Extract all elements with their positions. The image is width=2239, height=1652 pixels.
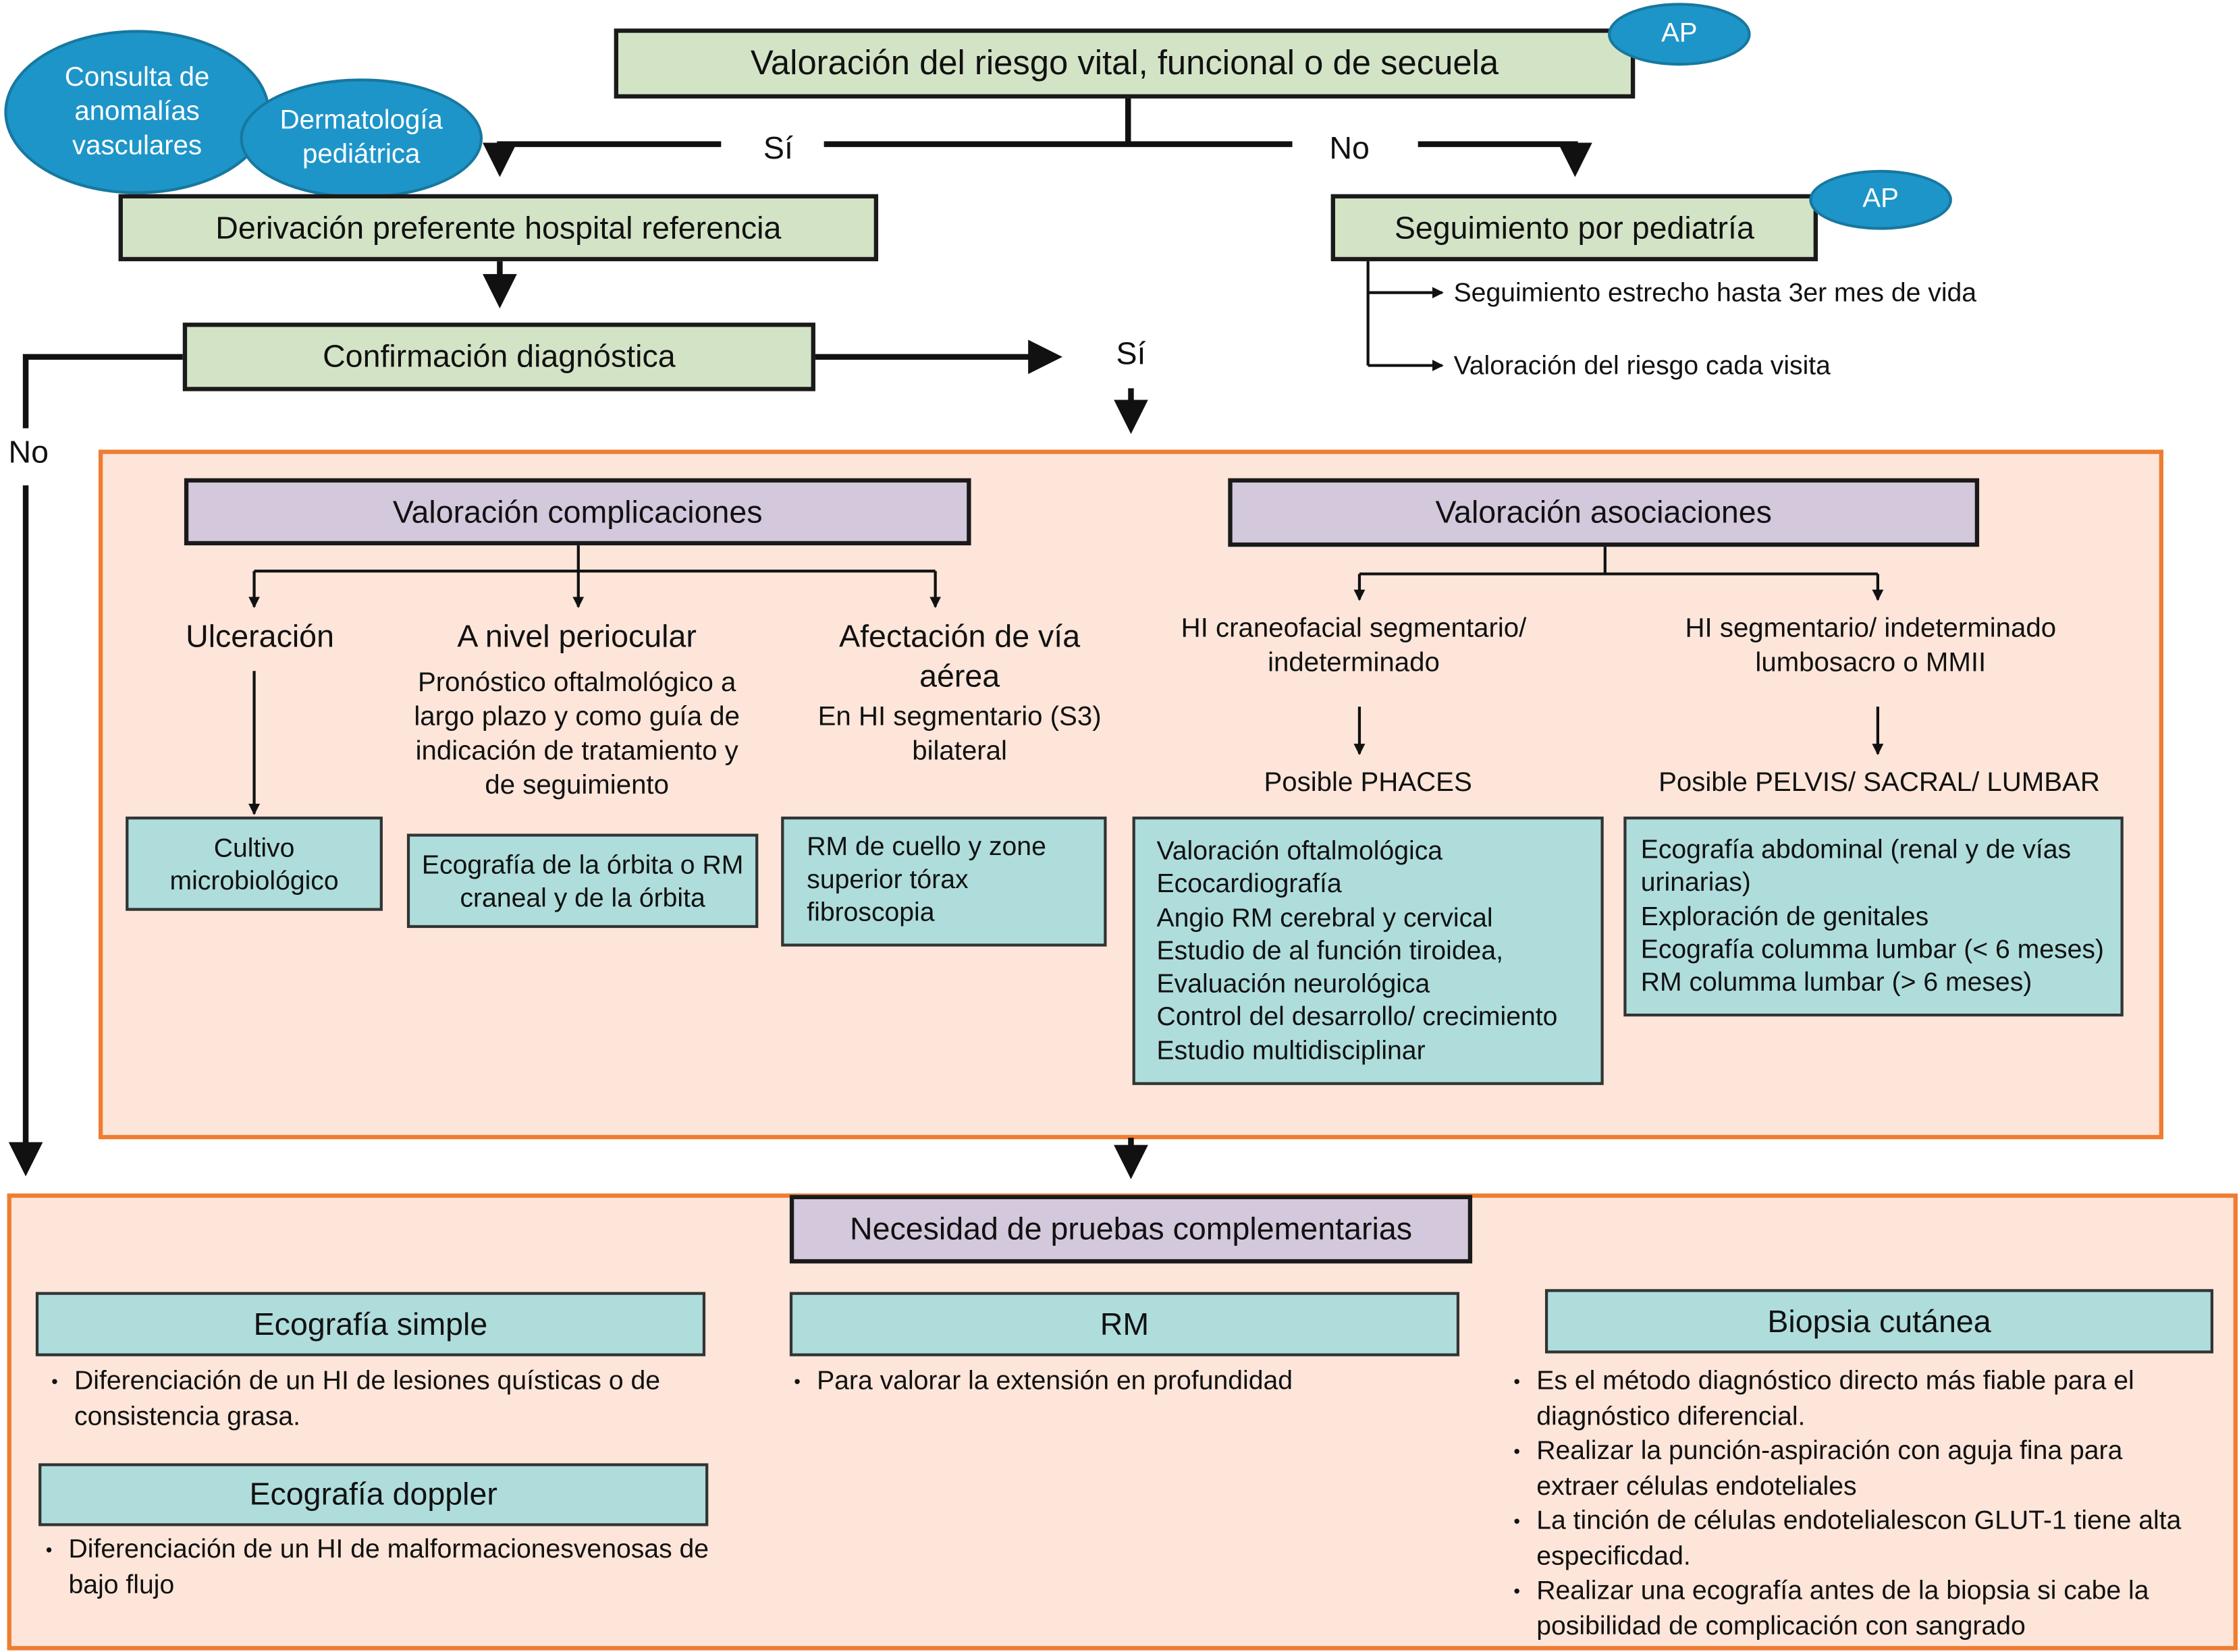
ecografia-orbita-box: Ecografía de la órbita o RM craneal y de… (406, 833, 759, 929)
list-item: Estudio multidisciplinar (1156, 1035, 1426, 1065)
pruebas-label: Necesidad de pruebas complementarias (849, 1210, 1412, 1246)
pelvis-tests-list: Ecografía abdominal (renal y de vías uri… (1641, 832, 2109, 998)
list-item: Ecografía abdominal (renal y de vías uri… (1640, 833, 2072, 898)
via-aerea-desc: En HI segmentario (S3) bilateral (817, 702, 1102, 767)
periocular-title: A nivel periocular (457, 618, 697, 654)
complicaciones-box: Valoración complicaciones (184, 478, 971, 546)
eco-simple-box: Ecografía simple (35, 1292, 706, 1356)
bullet-item: La tinción de células endotelialescon GL… (1505, 1504, 2205, 1574)
ap-badge-label: AP (1661, 18, 1698, 49)
bullet-item: Realizar una ecografía antes de la biops… (1505, 1574, 2205, 1644)
eco-simple-bullets: Diferenciación de un HI de lesiones quís… (43, 1363, 713, 1433)
ecografia-orbita-label: Ecografía de la órbita o RM craneal y de… (421, 849, 744, 912)
biopsia-box: Biopsia cutánea (1544, 1289, 2214, 1354)
bullet-item: Diferenciación de un HI de lesiones quís… (43, 1363, 713, 1433)
eco-doppler-bullets: Diferenciación de un HI de malformacione… (37, 1532, 722, 1602)
seguimiento-label: Seguimiento por pediatría (1394, 209, 1754, 245)
derivacion-box: Derivación preferente hospital referenci… (118, 194, 879, 262)
bullet-item: Es el método diagnóstico directo más fia… (1505, 1363, 2205, 1433)
bullet-item: Para valorar la extensión en profundidad (786, 1363, 1457, 1399)
rm-cuello-label: RM de cuello y zone superior tórax fibro… (807, 831, 1046, 927)
periocular-desc: Pronóstico oftalmológico a largo plazo y… (414, 668, 740, 801)
via-aerea-title: Afectación de vía aérea (839, 618, 1081, 694)
ap-badge-label: AP (1862, 184, 1899, 215)
phaces-tests-list: Valoración oftalmológica Ecocardiografía… (1157, 833, 1558, 1066)
rm-label: RM (1100, 1305, 1150, 1342)
asociaciones-label: Valoración asociaciones (1435, 493, 1772, 530)
rm-box: RM (789, 1292, 1460, 1356)
rm-cuello-box: RM de cuello y zone superior tórax fibro… (781, 817, 1107, 947)
ap-badge: AP (1608, 3, 1751, 66)
eco-doppler-label: Ecografía doppler (249, 1476, 497, 1512)
cultivo-label: Cultivo microbiológico (169, 832, 339, 896)
list-item: Evaluación neurológica (1156, 968, 1430, 999)
cultivo-box: Cultivo microbiológico (126, 817, 383, 911)
risk-assessment-label: Valoración del riesgo vital, funcional o… (750, 43, 1499, 82)
eco-simple-label: Ecografía simple (253, 1305, 488, 1342)
biopsia-bullets: Es el método diagnóstico directo más fia… (1505, 1363, 2205, 1644)
pelvis-label: Posible PELVIS/ SACRAL/ LUMBAR (1658, 768, 2100, 798)
seguimiento-item: Valoración del riesgo cada visita (1453, 350, 1831, 380)
craneofacial-title: HI craneofacial segmentario/ indetermina… (1181, 613, 1527, 678)
risk-assessment-box: Valoración del riesgo vital, funcional o… (614, 28, 1636, 99)
consulta-label: Consulta de anomalías vasculares (64, 62, 210, 161)
biopsia-label: Biopsia cutánea (1767, 1302, 1991, 1339)
phaces-label: Posible PHACES (1264, 768, 1472, 798)
complicaciones-label: Valoración complicaciones (392, 493, 763, 529)
eco-doppler-box: Ecografía doppler (38, 1463, 709, 1526)
derivacion-label: Derivación preferente hospital referenci… (215, 209, 782, 245)
list-item: Ecocardiografía (1156, 868, 1342, 899)
seguimiento-item: Seguimiento estrecho hasta 3er mes de vi… (1453, 277, 1977, 307)
ap-badge-seguimiento: AP (1809, 169, 1952, 230)
lumbosacro-title: HI segmentario/ indeterminado lumbosacro… (1685, 613, 2057, 678)
bullet-item: Diferenciación de un HI de malformacione… (37, 1532, 722, 1602)
list-item: Control del desarrollo/ crecimiento (1156, 1001, 1558, 1032)
asociaciones-box: Valoración asociaciones (1228, 478, 1980, 547)
yes-label: Sí (763, 130, 793, 166)
no-label: No (1329, 130, 1370, 166)
list-item: Estudio de al función tiroidea, (1156, 935, 1504, 965)
rm-bullets: Para valorar la extensión en profundidad (786, 1363, 1457, 1399)
confirmacion-label: Confirmación diagnóstica (323, 338, 676, 375)
confirmacion-no-label: No (8, 434, 49, 470)
consulta-anomalias-ellipse: Consulta de anomalías vasculares (4, 30, 270, 194)
list-item: Ecografía columma lumbar (< 6 meses) (1640, 933, 2104, 964)
seguimiento-box: Seguimiento por pediatría (1330, 194, 1818, 262)
confirmacion-box: Confirmación diagnóstica (182, 323, 815, 391)
list-item: Exploración de genitales (1640, 900, 1929, 931)
pruebas-box: Necesidad de pruebas complementarias (789, 1194, 1473, 1264)
phaces-tests-box: Valoración oftalmológica Ecocardiografía… (1132, 817, 1604, 1085)
confirmacion-yes-label: Sí (1116, 335, 1146, 372)
pelvis-tests-box: Ecografía abdominal (renal y de vías uri… (1623, 817, 2124, 1017)
list-item: Valoración oftalmológica (1156, 835, 1443, 865)
list-item: Angio RM cerebral y cervical (1156, 902, 1493, 932)
dermatologia-label: Dermatología pediátrica (279, 105, 443, 170)
evaluation-panel (98, 449, 2163, 1140)
bullet-item: Realizar la punción-aspiración con aguja… (1505, 1433, 2205, 1504)
ulceracion-title: Ulceración (186, 618, 334, 654)
dermatologia-ellipse: Dermatología pediátrica (240, 78, 483, 199)
list-item: RM columma lumbar (> 6 meses) (1640, 966, 2032, 997)
